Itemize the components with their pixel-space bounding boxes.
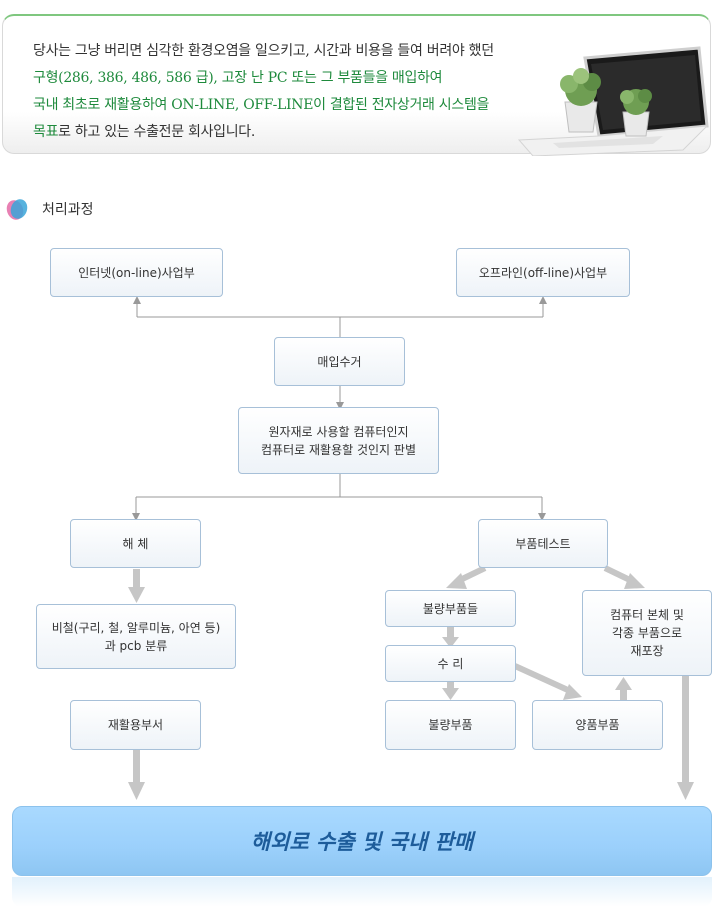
thin-connectors	[132, 296, 547, 521]
collect-box: 매입수거	[274, 337, 405, 386]
section-title-text: 처리과정	[42, 202, 94, 218]
repair-box: 수 리	[385, 645, 516, 682]
collect-label: 매입수거	[317, 354, 362, 369]
defective-label: 불량부품	[428, 718, 473, 732]
offline-division-box: 오프라인(off-line)사업부	[456, 248, 630, 297]
online-division-box: 인터넷(on-line)사업부	[50, 248, 223, 297]
sort-label-line2: 과 pcb 분류	[104, 638, 168, 653]
sort-metal-box: 비철(구리, 철, 알루미늄, 아연 등) 과 pcb 분류	[36, 604, 236, 669]
intro-line-4: 목표로 하고 있는 수출전문 회사입니다.	[33, 119, 553, 146]
good-parts-label: 양품부품	[575, 718, 620, 732]
thick-arrows	[128, 565, 694, 800]
defective-box: 불량부품	[385, 700, 516, 750]
repack-label-line2: 각종 부품으로	[611, 626, 683, 640]
dismantle-box: 해 체	[70, 519, 201, 568]
intro-text: 당사는 그냥 버리면 심각한 환경오염을 일으키고, 시간과 비용을 들여 버려…	[33, 38, 553, 146]
recycle-dept-label: 재활용부서	[107, 718, 164, 732]
banner-reflection	[12, 877, 712, 907]
intro-panel: 당사는 그냥 버리면 심각한 환경오염을 일으키고, 시간과 비용을 들여 버려…	[2, 14, 711, 156]
banner-text: 해외로 수출 및 국내 판매	[250, 830, 474, 854]
intro-line-4-rest: 로 하고 있는 수출전문 회사입니다.	[58, 124, 256, 140]
intro-line-4-highlight: 목표	[33, 124, 59, 140]
offline-division-label: 오프라인(off-line)사업부	[478, 265, 608, 280]
judge-label-line2: 컴퓨터로 재활용할 것인지 판별	[261, 442, 416, 457]
part-test-label: 부품테스트	[515, 536, 571, 551]
part-test-box: 부품테스트	[478, 519, 608, 568]
repack-label-line1: 컴퓨터 본체 및	[610, 608, 684, 622]
export-sales-banner: 해외로 수출 및 국내 판매	[12, 806, 712, 876]
sort-label-line1: 비철(구리, 철, 알루미늄, 아연 등)	[51, 620, 221, 635]
petal-bullet-icon	[6, 199, 28, 220]
repair-label: 수 리	[437, 656, 464, 671]
recycle-dept-box: 재활용부서	[70, 700, 201, 750]
laptop-plant-icon	[517, 46, 709, 156]
intro-line-1: 당사는 그냥 버리면 심각한 환경오염을 일으키고, 시간과 비용을 들여 버려…	[33, 43, 494, 59]
intro-line-3: 국내 최초로 재활용하여 ON-LINE, OFF-LINE이 결합된 전자상거…	[33, 97, 490, 113]
defective-parts-box: 불량부품들	[385, 590, 516, 627]
good-parts-box: 양품부품	[532, 700, 663, 750]
repack-label-line3: 재포장	[630, 644, 664, 658]
intro-line-2: 구형(286, 386, 486, 586 급), 고장 난 PC 또는 그 부…	[33, 70, 443, 86]
defective-parts-label: 불량부품들	[422, 601, 479, 616]
online-division-label: 인터넷(on-line)사업부	[78, 265, 195, 280]
dismantle-label: 해 체	[122, 536, 149, 551]
judge-label-line1: 원자재로 사용할 컴퓨터인지	[268, 424, 409, 439]
